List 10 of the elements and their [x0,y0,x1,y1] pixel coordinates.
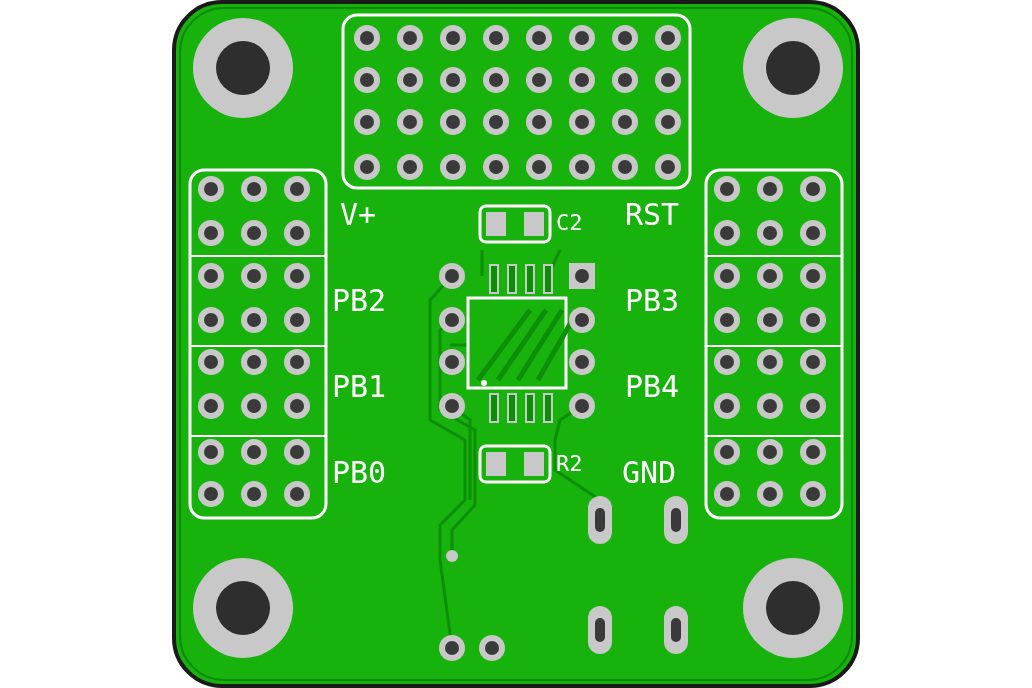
pin-label: PB2 [332,286,387,316]
component-label: C2 [556,212,583,234]
pin-label: PB4 [625,372,680,402]
pin-label: V+ [340,200,377,230]
pin-label: RST [625,200,680,230]
pin-label: GND [622,458,677,488]
pin-label: PB3 [625,286,680,316]
pin-label: PB1 [332,372,387,402]
pin-label: PB0 [332,458,387,488]
component-label: R2 [556,453,583,475]
